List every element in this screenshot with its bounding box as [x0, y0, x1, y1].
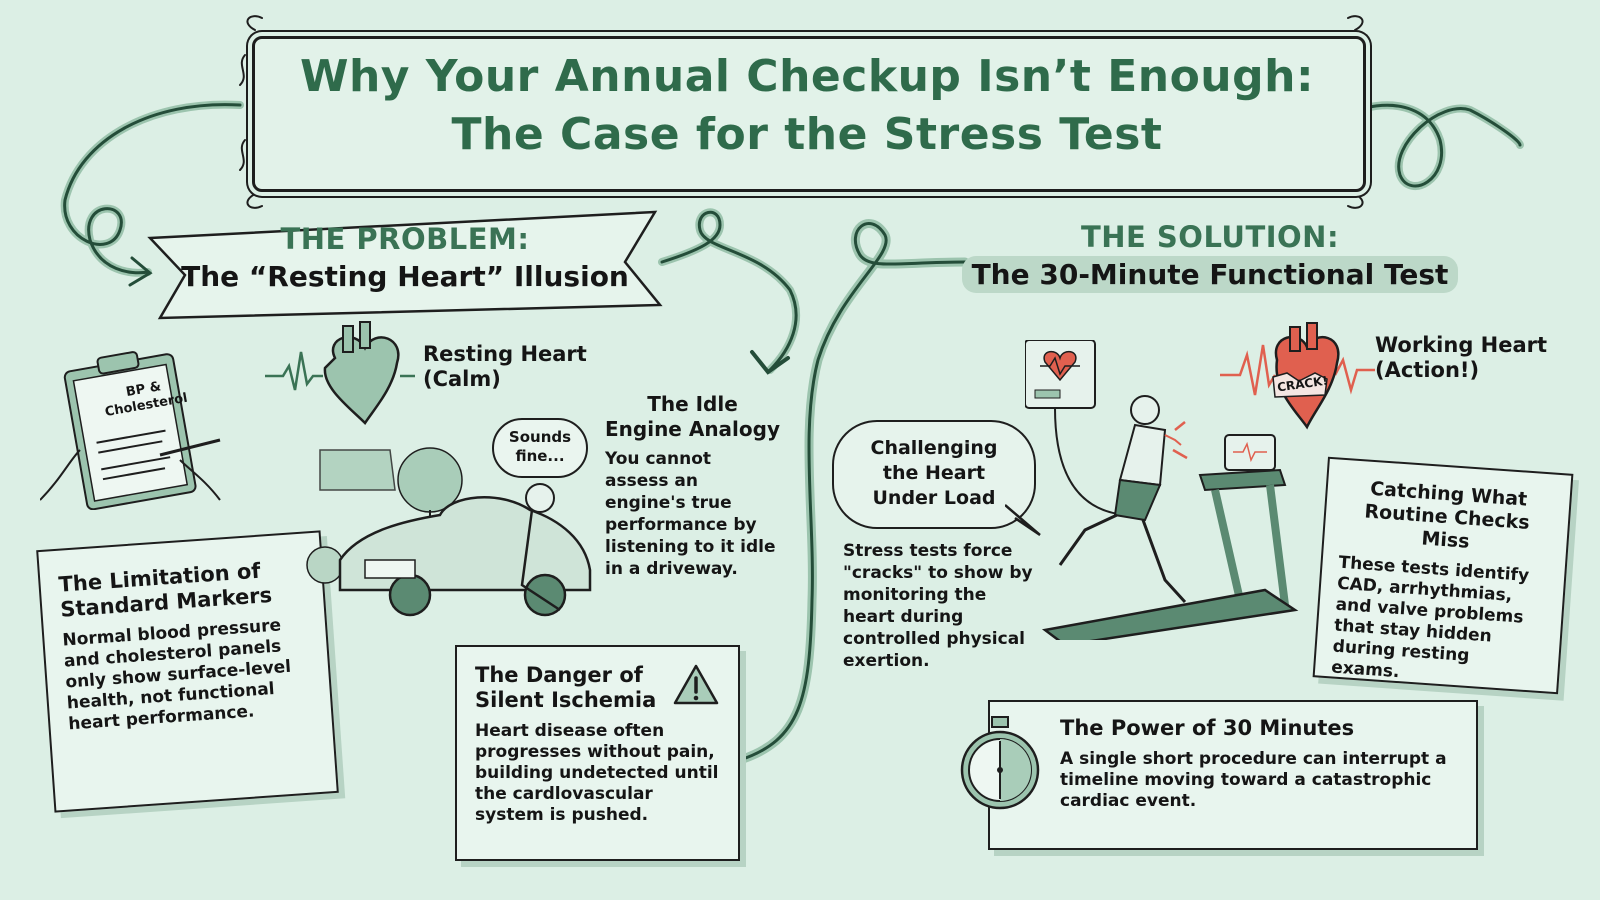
solution-subheading: The 30-Minute Functional Test — [961, 256, 1459, 293]
resting-heart-illustration — [265, 318, 425, 428]
stopwatch-icon — [960, 716, 1040, 810]
limitation-card: The Limitation of Standard Markers Norma… — [36, 530, 339, 813]
speech-body: Stress tests force "cracks" to show by m… — [843, 541, 1033, 671]
danger-title: The Danger of Silent Ischemia — [475, 663, 657, 712]
solution-header: THE SOLUTION: The 30-Minute Functional T… — [960, 220, 1460, 293]
speech-bubble: Challenging the Heart Under Load — [832, 420, 1036, 529]
page-title: Why Your Annual Checkup Isn’t Enough: Th… — [252, 48, 1362, 164]
limitation-title: The Limitation of Standard Markers — [57, 558, 273, 622]
power-title: The Power of 30 Minutes — [1060, 716, 1355, 740]
working-heart-illustration: CRACK! — [1215, 315, 1375, 435]
person-icon — [525, 483, 555, 513]
catching-title: Catching What Routine Checks Miss — [1363, 477, 1531, 553]
title-frame — [252, 36, 1366, 192]
danger-card: The Danger of Silent Ischemia Heart dise… — [455, 645, 740, 861]
power-body: A single short procedure can interrupt a… — [1060, 749, 1447, 811]
solution-heading: THE SOLUTION: — [1080, 220, 1340, 254]
limitation-body: Normal blood pressure and cholesterol pa… — [61, 615, 292, 735]
clipboard-illustration: BP & Cholesterol — [39, 340, 240, 511]
speech-tail — [1005, 504, 1041, 537]
speech-bubble-text: Challenging the Heart Under Load — [870, 437, 998, 509]
idle-engine-block: The Idle Engine Analogy You cannot asses… — [605, 392, 780, 580]
thought-bubble: Sounds fine... — [492, 418, 588, 478]
runner-icon — [1130, 395, 1160, 425]
clipboard-icon — [39, 351, 221, 511]
idle-engine-title: The Idle Engine Analogy — [605, 392, 780, 441]
catching-body: These tests identify CAD, arrhythmias, a… — [1330, 552, 1530, 683]
treadmill-scene-illustration — [1024, 339, 1305, 647]
power-card: The Power of 30 Minutes A single short p… — [988, 700, 1478, 850]
title-line-2: The Case for the Stress Test — [451, 109, 1163, 160]
working-heart-label: Working Heart (Action!) — [1375, 333, 1548, 382]
danger-body: Heart disease often progresses without p… — [475, 721, 719, 825]
problem-subheading: The “Resting Heart” Illusion — [181, 260, 629, 293]
resting-heart-label: Resting Heart (Calm) — [423, 342, 587, 391]
car-scene-illustration — [300, 410, 610, 620]
idle-engine-body: You cannot assess an engine's true perfo… — [605, 449, 776, 579]
treadmill-belt — [1041, 588, 1299, 647]
problem-banner: THE PROBLEM: The “Resting Heart” Illusio… — [160, 222, 650, 293]
catching-card: Catching What Routine Checks Miss These … — [1312, 456, 1574, 695]
problem-heading: THE PROBLEM: — [280, 222, 530, 256]
ecg-line-icon — [265, 351, 323, 391]
warning-icon — [673, 664, 719, 705]
treadmill-console — [1224, 434, 1276, 471]
title-line-1: Why Your Annual Checkup Isn’t Enough: — [299, 51, 1315, 102]
